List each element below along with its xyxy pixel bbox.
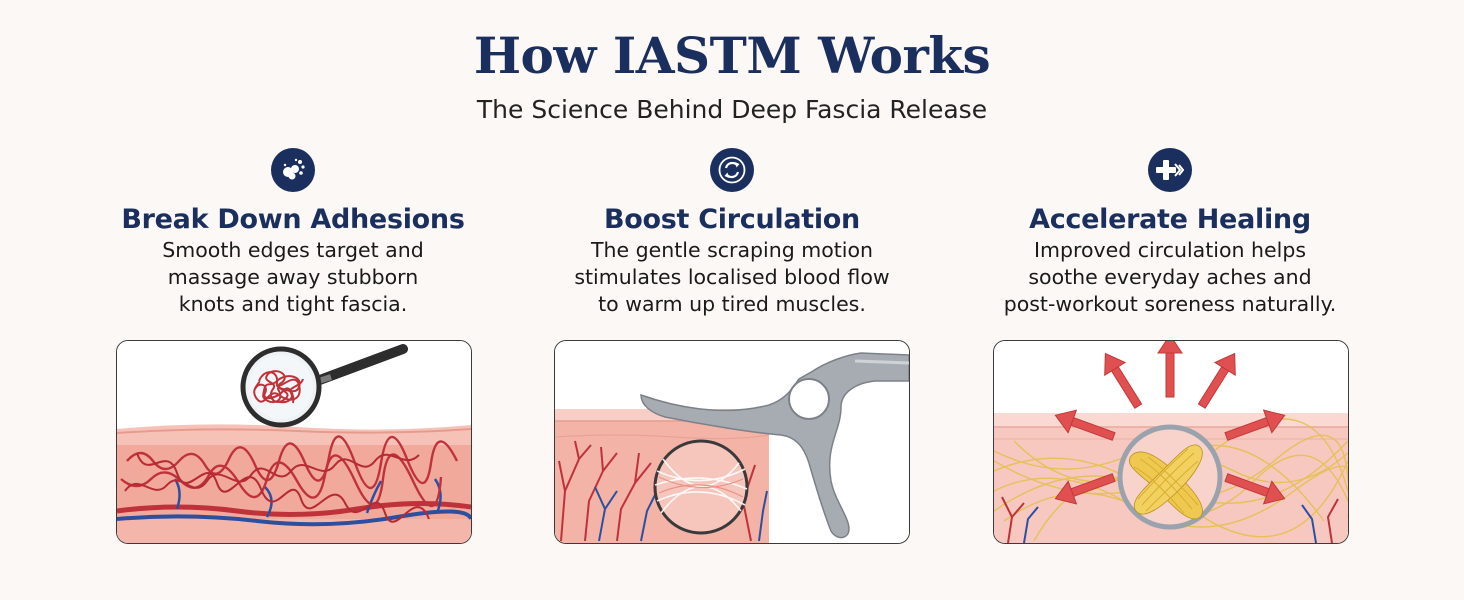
illustration-healing: [993, 340, 1349, 544]
feature-heading: Boost Circulation: [604, 204, 860, 235]
page-title: How IASTM Works: [473, 26, 991, 85]
illustration-adhesions: [116, 340, 472, 544]
feature-heading: Accelerate Healing: [1029, 204, 1311, 235]
illustration-circulation: [554, 340, 910, 544]
feature-heading: Break Down Adhesions: [121, 204, 465, 235]
feature-description: Smooth edges target and massage away stu…: [162, 238, 424, 316]
feature-boost-circulation: Boost Circulation The gentle scraping mo…: [512, 148, 952, 318]
feature-break-down-adhesions: Break Down Adhesions Smooth edges target…: [73, 148, 513, 318]
feature-description: Improved circulation helps soothe everyd…: [1003, 238, 1337, 316]
medical-cross-icon: [1148, 148, 1192, 192]
particles-icon: [271, 148, 315, 192]
page-subtitle: The Science Behind Deep Fascia Release: [476, 95, 988, 124]
feature-accelerate-healing: Accelerate Healing Improved circulation …: [950, 148, 1390, 318]
refresh-cycle-icon: [710, 148, 754, 192]
feature-description: The gentle scraping motion stimulates lo…: [574, 238, 890, 316]
